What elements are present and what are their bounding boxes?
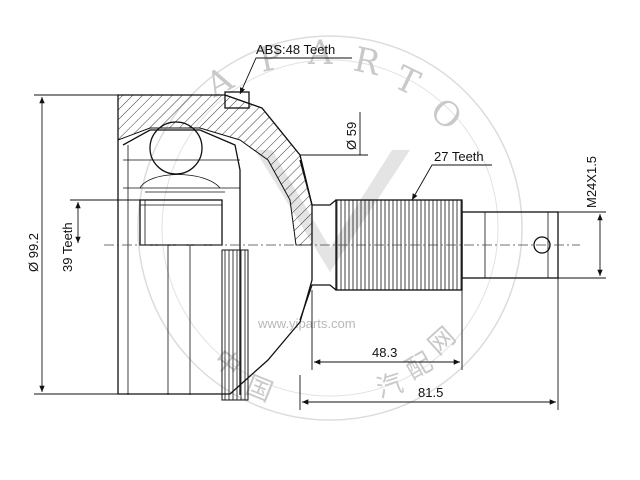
watermark-letter-5: T — [388, 58, 426, 104]
label-len48: 48.3 — [372, 345, 397, 360]
watermark-letter-4: R — [350, 40, 385, 85]
watermark-letter-6: O — [422, 90, 469, 139]
inner-bore — [139, 199, 223, 246]
watermark-ring-outer — [137, 35, 523, 421]
housing-hatch-upper — [117, 94, 313, 246]
dimensions — [34, 57, 606, 410]
inner-race — [122, 129, 241, 395]
watermark-url: www.yiparts.com — [257, 316, 356, 331]
label-spline: 27 Teeth — [434, 149, 484, 164]
cv-joint-part — [104, 91, 580, 401]
watermark-cn-5: 网 — [423, 321, 462, 361]
label-thread: M24X1.5 — [584, 156, 599, 208]
neck — [299, 159, 337, 321]
label-inner: 39 Teeth — [60, 222, 75, 272]
label-d99: Ø 99.2 — [26, 233, 41, 272]
watermark-cn-3: 汽 — [373, 368, 407, 405]
watermark-letter-3: A — [307, 33, 333, 73]
cage-lines — [123, 145, 240, 395]
watermark-cn-4: 配 — [401, 347, 439, 386]
abs-ring — [221, 249, 249, 401]
abs-tooth-top — [224, 91, 250, 109]
abs-leader — [239, 57, 352, 95]
ball-socket — [139, 174, 221, 189]
label-len81: 81.5 — [418, 385, 443, 400]
inner-bore-lines — [140, 200, 222, 395]
labels: ABS:48 Teeth Ø 59 27 Teeth M24X1.5 Ø 99.… — [26, 42, 599, 400]
label-d59: Ø 59 — [344, 122, 359, 150]
watermark-ring-inner — [161, 59, 499, 397]
spline-leader — [411, 164, 492, 201]
ball — [149, 121, 203, 175]
label-abs: ABS:48 Teeth — [256, 42, 335, 57]
